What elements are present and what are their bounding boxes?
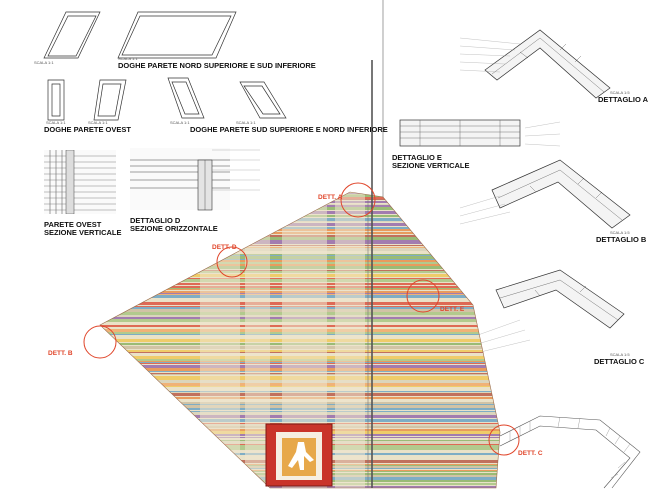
callout-dett-a: DETT. A bbox=[318, 194, 343, 201]
scale-note-1: SCALA 1:1 bbox=[34, 60, 54, 65]
label-dettaglio-d: DETTAGLIO D bbox=[130, 216, 181, 225]
label-doghe-nord-sud: DOGHE PARETE NORD SUPERIORE E SUD INFERI… bbox=[118, 61, 316, 70]
scale-note-b: SCALA 1:5 bbox=[610, 230, 630, 235]
dettaglio-e-drawing bbox=[399, 119, 561, 147]
label-dettaglio-e-sub: SEZIONE VERTICALE bbox=[392, 161, 470, 170]
scale-note-5: SCALA 1:1 bbox=[170, 120, 190, 125]
label-dettaglio-b: DETTAGLIO B bbox=[596, 235, 647, 244]
callout-dett-c: DETT. C bbox=[518, 450, 543, 457]
scale-note-a: SCALA 1:5 bbox=[610, 90, 630, 95]
label-dettaglio-c: DETTAGLIO C bbox=[594, 357, 645, 366]
label-doghe-ovest: DOGHE PARETE OVEST bbox=[44, 125, 131, 134]
label-dettaglio-a: DETTAGLIO A bbox=[598, 95, 648, 104]
dettaglio-d-section bbox=[130, 148, 260, 211]
dettaglio-b-drawing bbox=[459, 159, 631, 229]
callout-dett-d: DETT. D bbox=[212, 244, 237, 251]
scale-note-4: SCALA 1:1 bbox=[88, 120, 108, 125]
doghe-sud-nord-profiles bbox=[167, 77, 287, 119]
label-dettaglio-e: DETTAGLIO E bbox=[392, 153, 442, 162]
dettaglio-c-drawing bbox=[463, 269, 625, 357]
lattice-band bbox=[335, 192, 365, 488]
label-parete-ovest-sub: SEZIONE VERTICALE bbox=[44, 228, 122, 237]
slat-stripe bbox=[90, 489, 510, 492]
staircase bbox=[499, 415, 641, 489]
label-dettaglio-d-sub: SEZIONE ORIZZONTALE bbox=[130, 224, 218, 233]
doghe-ovest-profiles bbox=[47, 79, 127, 121]
callout-dett-e: DETT. E bbox=[440, 306, 465, 313]
label-doghe-sud-nord: DOGHE PARETE SUD SUPERIORE E NORD INFERI… bbox=[190, 125, 388, 134]
elevation-outline bbox=[99, 191, 501, 489]
scale-note-c: SCALA 1:5 bbox=[610, 352, 630, 357]
label-parete-ovest: PARETE OVEST bbox=[44, 220, 102, 229]
figure-artwork-icon bbox=[265, 423, 333, 487]
scale-note-6: SCALA 1:1 bbox=[236, 120, 256, 125]
slat-stripe bbox=[100, 211, 500, 214]
scale-note-3: SCALA 1:1 bbox=[46, 120, 66, 125]
vertical-mast bbox=[367, 60, 373, 488]
dettaglio-a-drawing bbox=[459, 29, 611, 99]
doghe-nord-sud-profiles bbox=[43, 11, 237, 59]
callout-circles bbox=[83, 182, 520, 456]
scale-note-2: SCALA 1:1 bbox=[118, 56, 138, 61]
callout-dett-b: DETT. B bbox=[48, 350, 73, 357]
parete-ovest-section bbox=[44, 150, 116, 214]
